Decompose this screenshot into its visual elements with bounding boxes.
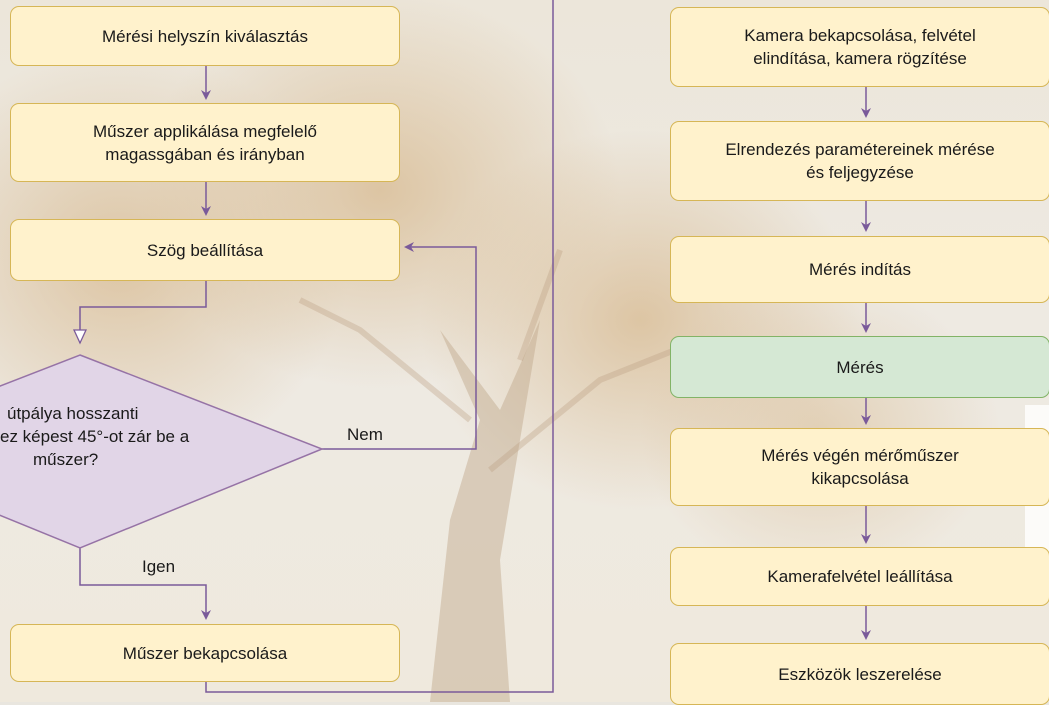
step-camera-on-line1: Kamera bekapcsolása, felvétel [744, 26, 976, 45]
step-select-site-label: Mérési helyszín kiválasztás [102, 26, 308, 46]
step-measure-params-line1: Elrendezés paramétereinek mérése [725, 140, 995, 159]
line-bottom-to-right-column [205, 0, 554, 693]
decision-line3: műszer? [33, 450, 99, 469]
step-apply-instrument-line1: Műszer applikálása megfelelő [93, 121, 317, 141]
decision-diamond [0, 354, 325, 549]
step-measurement-label: Mérés [836, 357, 884, 377]
step-start-measurement-label: Mérés indítás [808, 260, 912, 279]
decision-line1: útpálya hosszanti [7, 404, 139, 423]
step-power-on: Műszer bekapcsolása [10, 624, 400, 682]
step-measure-params-line2: és feljegyzése [806, 163, 914, 182]
step-measure-params: Elrendezés paramétereinek mérése és felj… [670, 121, 1049, 201]
step-apply-instrument: Műszer applikálása megfelelő magassgában… [10, 103, 400, 182]
step-start-measurement: Mérés indítás [670, 236, 1049, 303]
arrow-angle-to-decision [80, 281, 207, 343]
decision-line2: ez képest 45°-ot zár be a [0, 427, 190, 446]
step-measurement: Mérés [670, 336, 1049, 398]
step-dismantle: Eszközök leszerelése [670, 643, 1049, 705]
step-select-site: Mérési helyszín kiválasztás [10, 6, 400, 66]
step-instrument-off-line1: Mérés végén mérőműszer [761, 446, 959, 465]
step-stop-recording-label: Kamerafelvétel leállítása [767, 567, 953, 586]
label-no: Nem [347, 425, 383, 444]
step-stop-recording: Kamerafelvétel leállítása [670, 547, 1049, 606]
step-instrument-off-line2: kikapcsolása [811, 469, 909, 488]
decision-text: útpálya hosszanti ez képest 45°-ot zár b… [0, 402, 189, 471]
step-camera-on-line2: elindítása, kamera rögzítése [753, 49, 967, 68]
step-power-on-label: Műszer bekapcsolása [122, 643, 288, 663]
arrow-igen [79, 548, 211, 620]
arrow-nem-loop [322, 242, 477, 450]
step-dismantle-label: Eszközök leszerelése [778, 664, 942, 684]
step-instrument-off: Mérés végén mérőműszer kikapcsolása [670, 428, 1049, 506]
step-set-angle: Szög beállítása [10, 219, 400, 281]
label-yes: Igen [142, 557, 176, 576]
step-camera-on: Kamera bekapcsolása, felvétel elindítása… [670, 7, 1049, 87]
step-set-angle-label: Szög beállítása [146, 240, 264, 260]
step-apply-instrument-line2: magassgában és irányban [105, 144, 305, 164]
